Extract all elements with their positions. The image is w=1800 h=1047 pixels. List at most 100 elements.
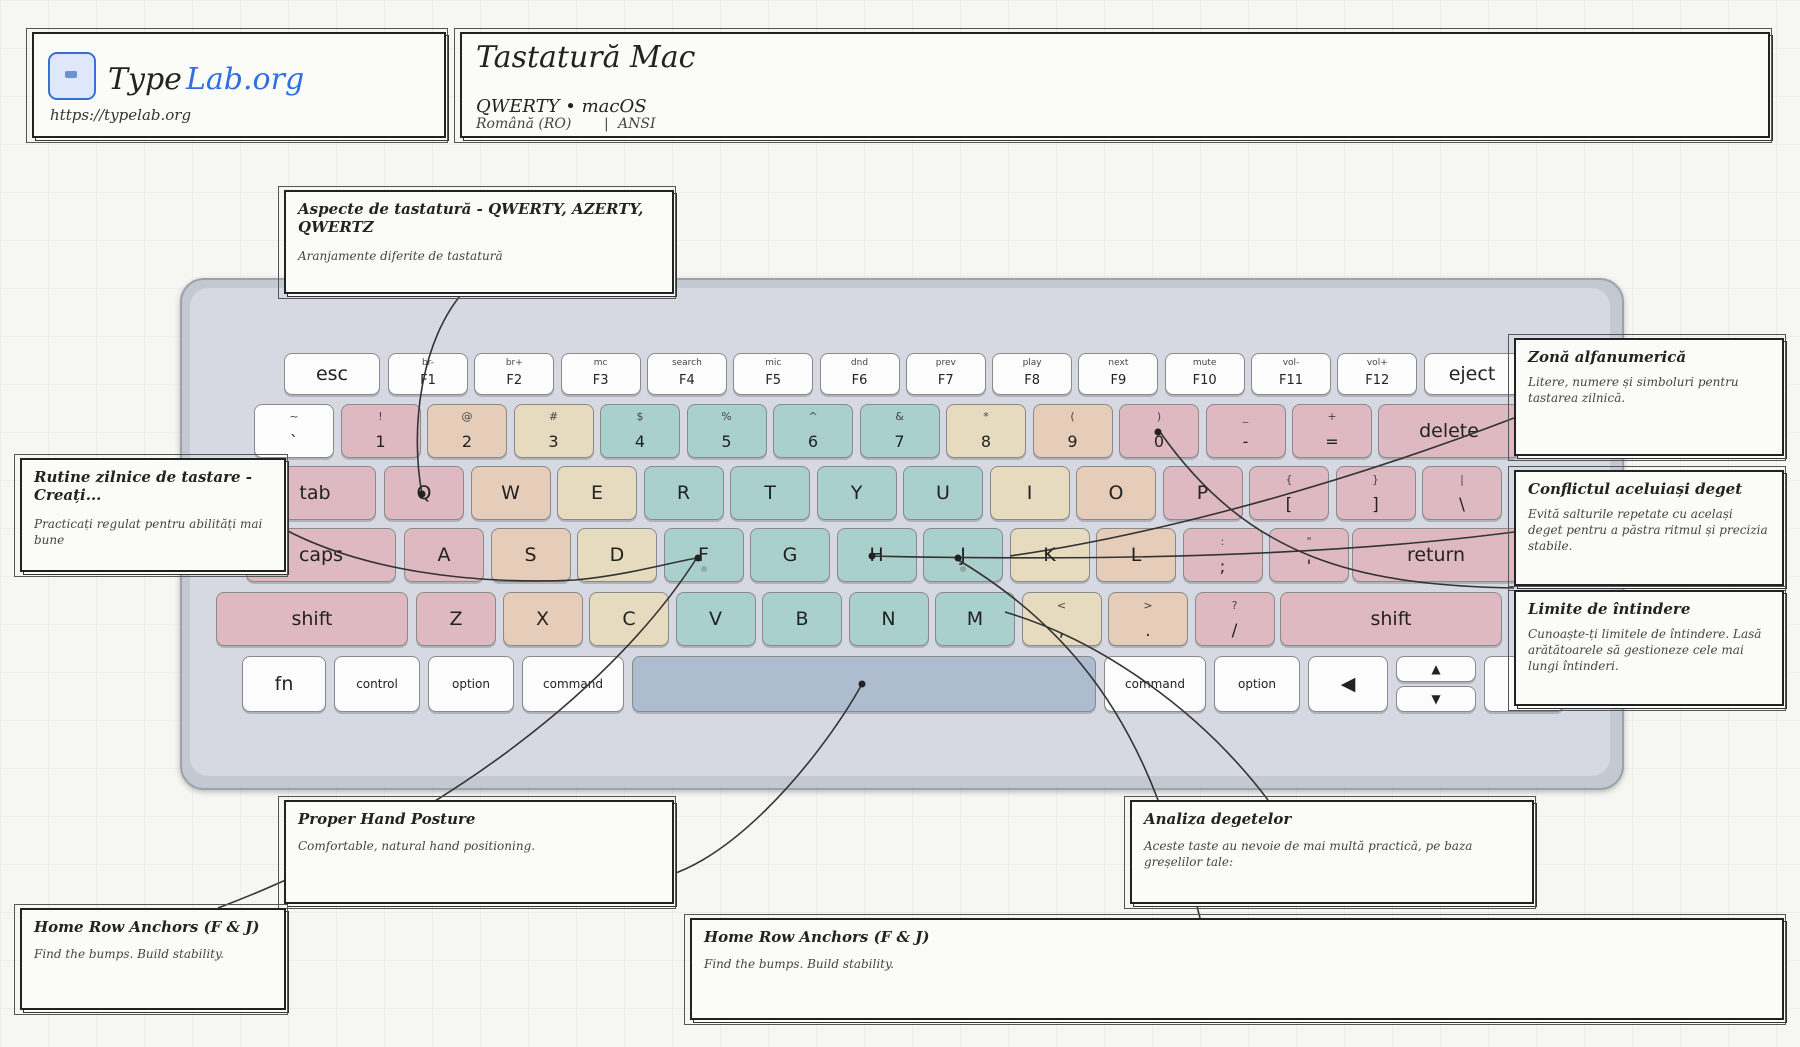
- key-label: F11: [1278, 373, 1304, 388]
- page-title: Tastatură Mac: [476, 40, 696, 75]
- key-secondary-label: {: [1285, 473, 1293, 486]
- key-top-q[interactable]: Q: [384, 466, 464, 520]
- key-bottom-x[interactable]: X: [502, 592, 583, 646]
- key-return[interactable]: return: [1352, 528, 1520, 582]
- key-num-sym[interactable]: +=: [1292, 404, 1372, 458]
- key-top-e[interactable]: E: [557, 466, 637, 520]
- key-top-y[interactable]: Y: [816, 466, 897, 520]
- key-backtick[interactable]: ~`: [254, 404, 334, 458]
- logo-card: Type Lab.org https://typelab.org: [26, 28, 448, 143]
- key-option-right[interactable]: option: [1214, 656, 1300, 712]
- key-bottom-v[interactable]: V: [675, 592, 756, 646]
- layout-line: QWERTY • macOS: [476, 96, 647, 117]
- key-secondary-label: next: [1108, 358, 1129, 368]
- key-arrow-down[interactable]: ▼: [1396, 686, 1476, 712]
- key-top-r[interactable]: R: [643, 466, 724, 520]
- key-home-sym[interactable]: "': [1269, 528, 1349, 582]
- key-top-p[interactable]: P: [1162, 466, 1243, 520]
- key-shift-right[interactable]: shift: [1280, 592, 1502, 646]
- key-label: F10: [1192, 373, 1217, 388]
- key-home-sym[interactable]: :;: [1182, 528, 1263, 582]
- title-card: Tastatură Mac QWERTY • macOS Română (RO)…: [454, 28, 1772, 143]
- key-num-0[interactable]: )0: [1119, 404, 1199, 458]
- key-home-s[interactable]: S: [490, 528, 571, 582]
- key-f2[interactable]: br+F2: [474, 353, 555, 395]
- key-control[interactable]: control: [334, 656, 420, 712]
- key-command-right[interactable]: command: [1104, 656, 1206, 712]
- key-home-d[interactable]: D: [577, 528, 657, 582]
- key-top-o[interactable]: O: [1076, 466, 1156, 520]
- key-top-sym[interactable]: }]: [1335, 466, 1416, 520]
- key-num-1[interactable]: !1: [340, 404, 421, 458]
- key-num-9[interactable]: (9: [1032, 404, 1113, 458]
- key-num-8[interactable]: *8: [946, 404, 1026, 458]
- key-home-g[interactable]: G: [750, 528, 830, 582]
- logo-word-type: Type: [108, 62, 182, 97]
- key-bottom-z[interactable]: Z: [416, 592, 496, 646]
- key-f1[interactable]: br-F1: [388, 353, 468, 395]
- key-label: U: [936, 482, 950, 504]
- key-num-6[interactable]: ^6: [773, 404, 853, 458]
- key-num-sym[interactable]: _-: [1205, 404, 1286, 458]
- key-bottom-sym[interactable]: <,: [1021, 592, 1102, 646]
- key-home-l[interactable]: L: [1096, 528, 1176, 582]
- key-delete[interactable]: delete: [1378, 404, 1520, 458]
- home-bump-icon: [700, 566, 707, 572]
- key-label: F1: [420, 373, 436, 388]
- key-secondary-label: mic: [765, 358, 782, 368]
- key-num-7[interactable]: &7: [859, 404, 940, 458]
- key-option-left[interactable]: option: [428, 656, 514, 712]
- card-stretch-title: Limite de întindere: [1528, 600, 1691, 618]
- key-num-3[interactable]: #3: [513, 404, 594, 458]
- key-label: 8: [980, 432, 992, 451]
- key-home-k[interactable]: K: [1009, 528, 1090, 582]
- key-secondary-label: vol+: [1366, 358, 1388, 368]
- key-secondary-label: vol-: [1282, 358, 1300, 368]
- key-home-f[interactable]: F: [663, 528, 744, 582]
- key-label: esc: [315, 363, 349, 385]
- key-f11[interactable]: vol- F11: [1251, 353, 1331, 395]
- key-top-sym[interactable]: |\: [1422, 466, 1502, 520]
- key-fn[interactable]: fn: [242, 656, 326, 712]
- key-arrow-left[interactable]: ◀: [1308, 656, 1388, 712]
- key-label: F: [698, 544, 709, 566]
- key-home-a[interactable]: A: [404, 528, 484, 582]
- key-label: F8: [1024, 373, 1040, 388]
- key-bottom-m[interactable]: M: [935, 592, 1015, 646]
- key-f12[interactable]: vol+F12: [1337, 353, 1418, 395]
- key-bottom-sym[interactable]: ?/: [1194, 592, 1275, 646]
- key-num-2[interactable]: @2: [427, 404, 507, 458]
- key-arrow-up[interactable]: ▲: [1396, 656, 1476, 682]
- key-bottom-n[interactable]: N: [848, 592, 929, 646]
- key-top-i[interactable]: I: [989, 466, 1070, 520]
- key-num-5[interactable]: %5: [686, 404, 767, 458]
- key-label: 6: [807, 432, 819, 451]
- key-bottom-sym[interactable]: >.: [1108, 592, 1188, 646]
- key-top-u[interactable]: U: [903, 466, 983, 520]
- key-shift-left[interactable]: shift: [216, 592, 408, 646]
- key-top-sym[interactable]: {[: [1249, 466, 1329, 520]
- key-home-j[interactable]: J: [923, 528, 1003, 582]
- key-label: -: [1242, 432, 1249, 451]
- key-eject[interactable]: eject: [1424, 353, 1520, 395]
- key-space[interactable]: [632, 656, 1096, 712]
- key-bottom-b[interactable]: B: [762, 592, 842, 646]
- key-top-w[interactable]: W: [470, 466, 551, 520]
- key-secondary-label: #: [548, 410, 559, 423]
- key-bottom-c[interactable]: C: [589, 592, 669, 646]
- key-home-h[interactable]: H: [836, 528, 917, 582]
- key-num-4[interactable]: $4: [600, 404, 680, 458]
- key-top-t[interactable]: T: [730, 466, 810, 520]
- key-label: Y: [850, 482, 863, 504]
- logo-url[interactable]: https://typelab.org: [50, 106, 192, 124]
- key-esc[interactable]: esc: [284, 353, 380, 395]
- key-command-left[interactable]: command: [522, 656, 624, 712]
